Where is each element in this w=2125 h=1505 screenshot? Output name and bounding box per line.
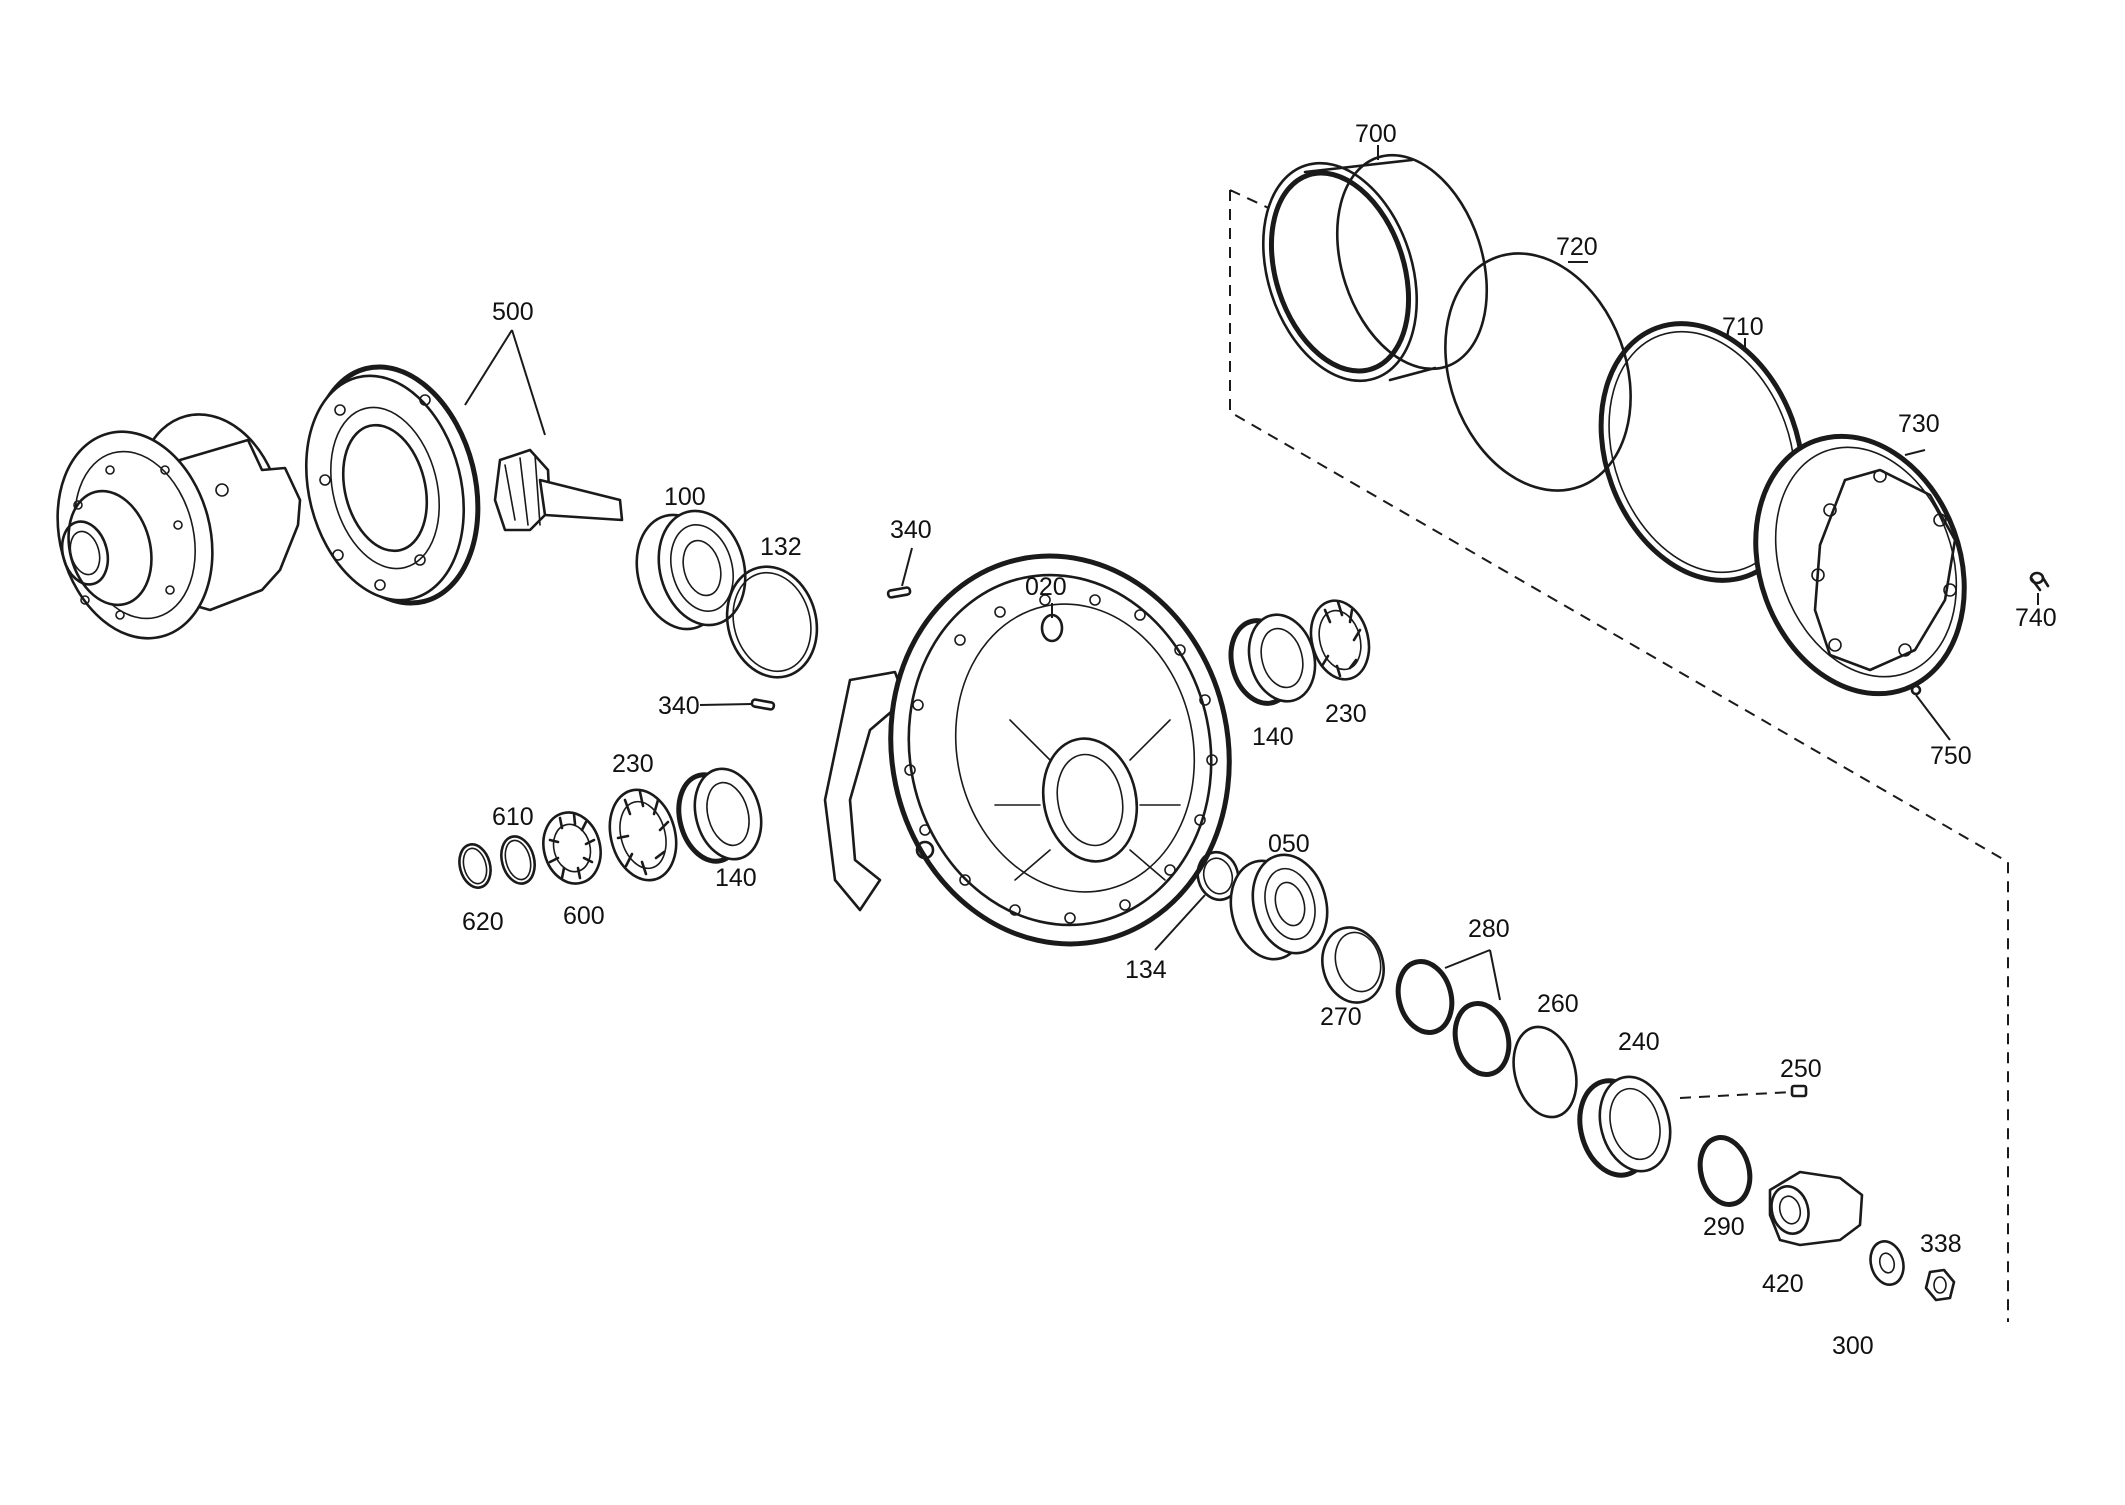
label-140-right: 140 [1252, 723, 1294, 751]
label-720: 720 [1556, 233, 1598, 261]
part-050-bearing [1229, 853, 1329, 961]
label-230-left: 230 [612, 750, 654, 778]
part-270-spacer [1321, 926, 1385, 1004]
label-300: 300 [1832, 1332, 1874, 1360]
label-280: 280 [1468, 915, 1510, 943]
part-300-washer [1869, 1240, 1905, 1286]
label-340-left: 340 [658, 692, 700, 720]
leader-750 [1915, 694, 1951, 741]
part-500-pinion [493, 448, 624, 532]
label-420: 420 [1762, 1270, 1804, 1298]
label-750: 750 [1930, 742, 1972, 770]
kit-outline-dashed [1229, 189, 2009, 1322]
part-134-ring [1196, 850, 1240, 902]
part-020-axle-housing [823, 553, 1232, 947]
leader-340-top [901, 547, 913, 587]
part-610-snap-ring [500, 835, 536, 885]
label-270: 270 [1320, 1003, 1362, 1031]
part-280-shim-1 [1395, 959, 1455, 1035]
part-140-bearing-cup-left [676, 767, 763, 864]
part-420-flange [1768, 1170, 1864, 1247]
part-290-seal [1697, 1135, 1753, 1207]
label-610: 610 [492, 803, 534, 831]
leader-730 [1904, 449, 1926, 456]
label-290: 290 [1703, 1213, 1745, 1241]
part-260-oring [1512, 1025, 1578, 1119]
label-730: 730 [1898, 410, 1940, 438]
part-100-bearing [635, 509, 747, 631]
leader-500 [464, 329, 546, 436]
part-710-seal-ring [1598, 321, 1806, 583]
label-100: 100 [664, 483, 706, 511]
part-230-cage-right [1309, 599, 1371, 681]
label-710: 710 [1722, 313, 1764, 341]
label-620: 620 [462, 908, 504, 936]
part-140-bearing-cup-right [1228, 613, 1317, 706]
leader-250 [1679, 1091, 1793, 1099]
part-340-pin-left [750, 698, 776, 711]
part-740-screw [2029, 571, 2050, 592]
part-240-seal-carrier [1577, 1075, 1672, 1178]
label-340-top: 340 [890, 516, 932, 544]
label-260: 260 [1537, 990, 1579, 1018]
leader-280 [1444, 949, 1501, 1001]
label-500: 500 [492, 298, 534, 326]
part-230-cage-left [608, 788, 678, 882]
label-740: 740 [2015, 604, 2057, 632]
label-132: 132 [760, 533, 802, 561]
part-720-oring [1444, 252, 1632, 492]
label-020: 020 [1025, 573, 1067, 601]
part-600-disc-pack [542, 811, 602, 885]
part-differential-case [56, 413, 302, 640]
label-240: 240 [1618, 1028, 1660, 1056]
part-338-nut [1924, 1268, 1956, 1302]
part-340-pin-top [886, 586, 912, 599]
label-230-right: 230 [1325, 700, 1367, 728]
label-338: 338 [1920, 1230, 1962, 1258]
label-250: 250 [1780, 1055, 1822, 1083]
part-250-screw [1790, 1084, 1808, 1098]
label-700: 700 [1355, 120, 1397, 148]
part-620-snap-ring [458, 843, 492, 889]
part-132-ring [725, 565, 819, 679]
part-730-cover-plate [1753, 433, 1967, 697]
part-280-shim-2 [1452, 1001, 1512, 1077]
label-134: 134 [1125, 956, 1167, 984]
part-700-cylinder-ring [1261, 153, 1489, 383]
part-500-ring-gear [304, 364, 481, 606]
label-140-left: 140 [715, 864, 757, 892]
label-600: 600 [563, 902, 605, 930]
part-750-plug [1910, 684, 1922, 696]
leader-340-left [699, 703, 753, 706]
leader-134 [1154, 894, 1206, 951]
label-050: 050 [1268, 830, 1310, 858]
